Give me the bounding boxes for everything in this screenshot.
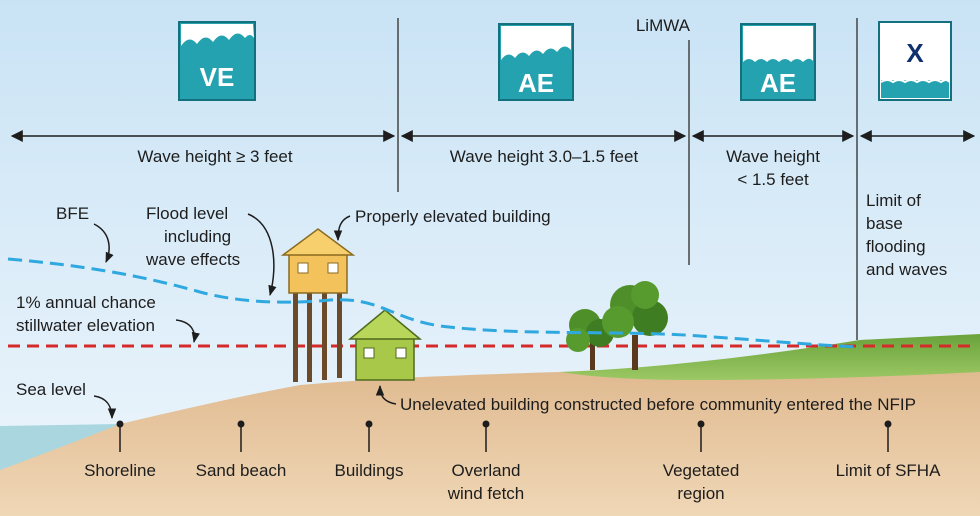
zone-code-ae-low: AE — [760, 68, 796, 98]
elevated-building — [280, 228, 356, 382]
sea-level-pointer — [93, 395, 117, 420]
sand-ground — [0, 335, 980, 516]
bfe-label: BFE — [56, 204, 89, 223]
range-label-ae-mid: Wave height 3.0–1.5 feet — [450, 147, 639, 166]
range-label-x-3: flooding — [866, 237, 926, 256]
sea-level-label: Sea level — [16, 380, 86, 399]
small-waves-icon — [743, 26, 813, 62]
bfe-line — [7, 257, 861, 349]
range-label-ve: Wave height ≥ 3 feet — [137, 147, 292, 166]
buildings-label: Buildings — [335, 461, 404, 480]
range-label-x-2: base — [866, 214, 903, 233]
zone-icon-ve: VE — [178, 21, 256, 101]
zone-icon-x: X — [878, 21, 952, 101]
range-label-ae-low-1: Wave height — [726, 147, 820, 166]
flood-level-label-3: wave effects — [145, 250, 240, 269]
ground-markers — [116, 420, 892, 452]
stillwater-label-2: stillwater elevation — [16, 316, 155, 335]
zone-code-ae-mid: AE — [518, 68, 554, 98]
sand-beach-label: Sand beach — [196, 461, 287, 480]
limwa-label: LiMWA — [636, 16, 691, 35]
trees-icon — [566, 281, 668, 370]
flood-level-label-1: Flood level — [146, 204, 228, 223]
flood-level-label-2: including — [164, 227, 231, 246]
vegetated-label-1: Vegetated — [663, 461, 740, 480]
zone-icon-ae-low: AE — [740, 23, 816, 101]
elevated-building-label: Properly elevated building — [355, 207, 551, 226]
unelevated-building-label: Unelevated building constructed before c… — [400, 395, 916, 414]
medium-waves-icon — [501, 26, 571, 60]
stillwater-pointer — [175, 319, 200, 344]
overland-label-2: wind fetch — [447, 484, 525, 503]
vegetated-label-2: region — [677, 484, 724, 503]
zone-icon-ae-mid: AE — [498, 23, 574, 101]
limit-sfha-label: Limit of SFHA — [836, 461, 942, 480]
calm-water-icon — [881, 80, 949, 98]
high-waves-icon — [181, 24, 254, 46]
stillwater-label-1: 1% annual chance — [16, 293, 156, 312]
shoreline-label: Shoreline — [84, 461, 156, 480]
flood-level-pointer — [247, 213, 277, 297]
bfe-pointer — [93, 223, 114, 263]
range-label-x-4: and waves — [866, 260, 947, 279]
unelevated-building-pointer — [375, 384, 397, 405]
zone-code-ve: VE — [200, 62, 235, 92]
unelevated-building — [347, 309, 423, 381]
zone-code-x: X — [906, 38, 924, 68]
overland-label-1: Overland — [452, 461, 521, 480]
range-label-x-1: Limit of — [866, 191, 921, 210]
range-label-ae-low-2: < 1.5 feet — [737, 170, 809, 189]
elevated-building-pointer — [333, 215, 351, 242]
